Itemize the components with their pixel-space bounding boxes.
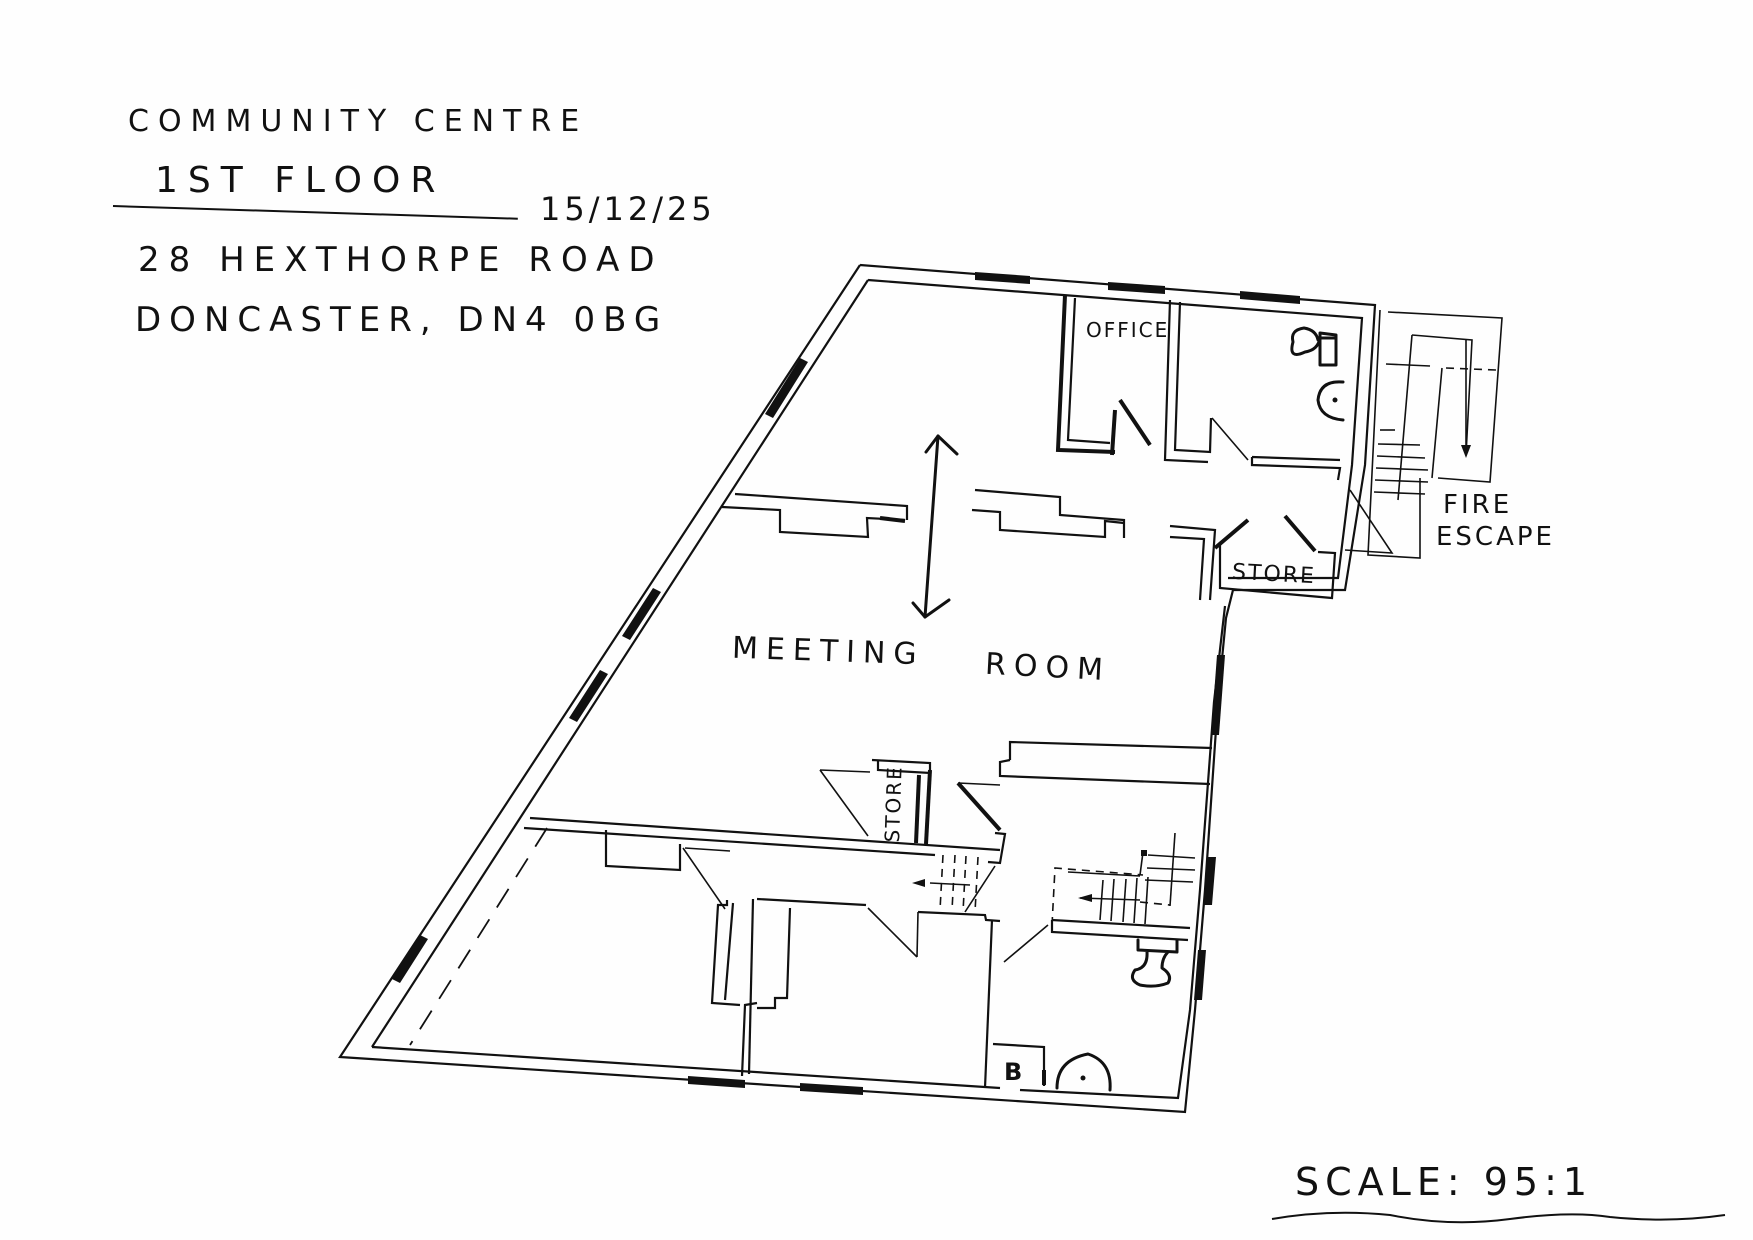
boiler-cupboard	[992, 1042, 1112, 1092]
corridor-walls	[721, 488, 1337, 601]
scale-label: SCALE: 95:1	[1295, 1160, 1594, 1204]
address-line-1: 28 HEXTHORPE ROAD	[138, 240, 664, 280]
scale-underline	[1271, 1211, 1726, 1224]
fire-escape-stairs	[1344, 309, 1503, 559]
toilet-icon	[1290, 326, 1338, 367]
window-icon	[569, 670, 608, 722]
window-icon	[688, 1076, 745, 1088]
window-icon	[1108, 282, 1165, 294]
door-swing-icon	[956, 781, 1002, 832]
office-walls	[1055, 294, 1249, 464]
window-icon	[622, 588, 661, 640]
door-swing-icon	[867, 907, 918, 958]
room-label-room: ROOM	[984, 646, 1112, 689]
washbasin-icon	[1316, 380, 1345, 422]
room-label-meeting: MEETING	[731, 630, 926, 673]
window-icon	[975, 272, 1030, 284]
meeting-room-lower-walls	[523, 740, 1213, 865]
room-label-store-upper: STORE	[1231, 559, 1317, 590]
window-icon	[765, 358, 808, 418]
window-icon	[800, 1083, 863, 1095]
door-swing-icon	[1211, 417, 1249, 461]
fire-escape-label-line1: FIRE	[1443, 490, 1513, 520]
floor-label: 1ST FLOOR	[155, 160, 446, 201]
door-swing-icon	[1003, 924, 1049, 963]
staircase-icon	[1003, 832, 1196, 988]
lower-left-room-walls	[604, 830, 1001, 1089]
drawing-date: 15/12/25	[540, 190, 716, 228]
toilet-room-top	[1250, 326, 1345, 481]
room-label-store-lower: STORE	[880, 764, 907, 843]
door-swing-icon	[1283, 514, 1317, 553]
door-swing-icon	[819, 769, 869, 837]
fire-escape-label-line2: ESCAPE	[1436, 522, 1555, 552]
door-leaf	[879, 516, 906, 523]
door-swing-icon	[1213, 518, 1250, 550]
window-icon	[1194, 950, 1206, 1000]
door-swing-icon	[682, 847, 726, 910]
address-line-2: DONCASTER, DN4 0BG	[135, 300, 669, 340]
window-icon	[1211, 655, 1225, 735]
windows	[392, 272, 1300, 1095]
window-icon	[1204, 857, 1216, 905]
boiler-label: B	[1004, 1058, 1023, 1086]
dashed-line	[409, 827, 548, 1046]
toilet-icon	[1130, 938, 1179, 988]
washbasin-icon	[1055, 1052, 1112, 1092]
door-swing-icon	[1118, 398, 1152, 447]
window-icon	[392, 935, 428, 983]
room-label-office: OFFICE	[1086, 318, 1170, 342]
window-icon	[1240, 291, 1300, 304]
building-title: COMMUNITY CENTRE	[128, 104, 589, 139]
arrow-left-icon	[929, 882, 971, 886]
staircase-icon	[912, 854, 996, 913]
double-arrow-icon	[911, 434, 959, 619]
